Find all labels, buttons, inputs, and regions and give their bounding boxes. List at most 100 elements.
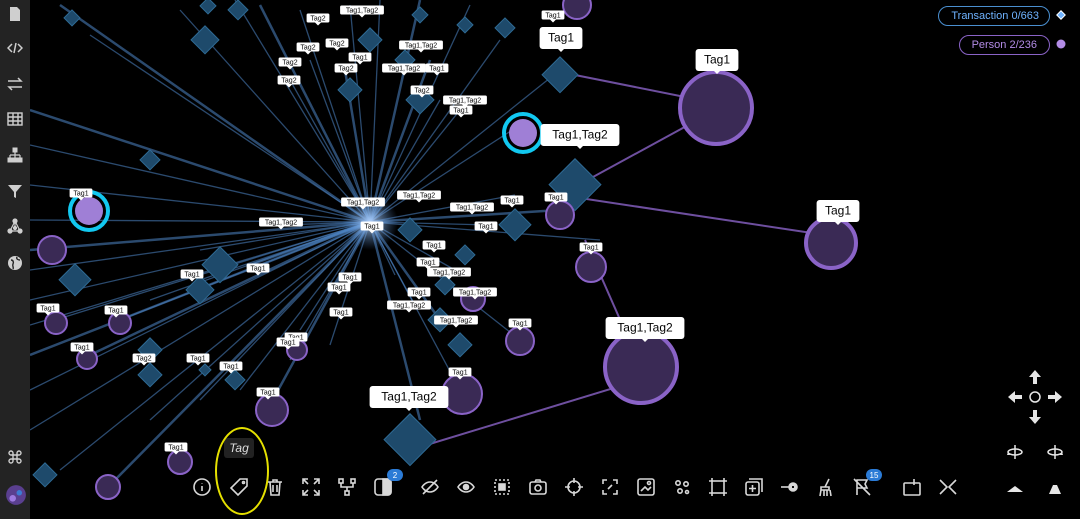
person-node [804, 216, 858, 270]
tag-label-text: Tag2 [310, 15, 325, 22]
tag-label-text: Tag1 [260, 389, 275, 396]
tag-label-bg [186, 353, 210, 363]
tag-label-bg [387, 300, 431, 310]
brush-icon[interactable] [814, 475, 838, 499]
merge-icon[interactable] [936, 475, 960, 499]
show-icon[interactable] [454, 475, 478, 499]
edge-line [30, 221, 371, 301]
tag-label-bg [334, 63, 358, 73]
tag-label-pointer [255, 272, 261, 276]
network-icon[interactable] [3, 214, 27, 238]
edge-line [30, 221, 371, 271]
tag-label-pointer [418, 49, 424, 53]
card-icon[interactable] [900, 475, 924, 499]
hide-icon[interactable] [418, 475, 442, 499]
tag-label-text: Tag1 [453, 107, 468, 114]
edge-line [89, 34, 371, 223]
tag-label-text: Tag1,Tag2 [449, 97, 481, 104]
camera-icon[interactable] [526, 475, 550, 499]
tag-label-bg [382, 63, 426, 73]
edge-line [369, 39, 501, 223]
tag-label-pointer [835, 222, 841, 225]
tag-label-text: Tag1,Tag2 [393, 302, 425, 309]
pan-down-icon[interactable] [1025, 407, 1045, 427]
legend-person[interactable]: Person 2/236 [958, 35, 1050, 55]
flag-off-icon[interactable]: 15 [850, 469, 882, 499]
tag-label-bg [329, 307, 353, 317]
person-node [108, 311, 132, 335]
transaction-node [224, 369, 246, 391]
hierarchy-icon[interactable] [3, 143, 27, 167]
edge-line [30, 108, 371, 224]
table-icon[interactable] [3, 107, 27, 131]
globe-icon[interactable] [3, 251, 27, 275]
left-sidebar [0, 0, 30, 519]
contrast-icon[interactable]: 2 [371, 469, 403, 499]
tag-label-pointer [360, 206, 366, 210]
pan-up-icon[interactable] [1025, 367, 1045, 387]
filter-icon[interactable] [3, 179, 27, 203]
tag-label-text: Tag2 [329, 40, 344, 47]
edge-line [119, 221, 371, 321]
crop-icon[interactable] [598, 475, 622, 499]
tag-label-bg [540, 124, 620, 146]
person-node [255, 393, 289, 427]
tag-icon[interactable] [227, 475, 251, 499]
tag-label-pointer [285, 346, 291, 350]
pan-right-icon[interactable] [1045, 387, 1065, 407]
tag-label-pointer [577, 146, 583, 149]
app-logo-icon[interactable] [3, 482, 29, 508]
tag-label-bg [306, 13, 330, 23]
tag-label-bg [508, 318, 532, 328]
tilt-up-icon[interactable] [1045, 479, 1065, 499]
transaction-node [541, 56, 579, 94]
box-select-icon[interactable] [706, 475, 730, 499]
tag-label-bg [474, 221, 498, 231]
tag-label-text: Tag2 [136, 355, 151, 362]
tag-label-bg [338, 272, 362, 282]
tag-label-bg [360, 221, 384, 231]
center-icon[interactable] [1025, 387, 1045, 407]
tag-label-pointer [457, 376, 463, 380]
legend-transaction[interactable]: Transaction 0/663 [938, 6, 1050, 26]
layout-icon[interactable] [335, 475, 359, 499]
tag-label-pointer [45, 312, 51, 316]
pan-left-icon[interactable] [1005, 387, 1025, 407]
tag-label-text: Tag1 [40, 305, 55, 312]
crosshair-icon[interactable] [562, 475, 586, 499]
tag-label-pointer [588, 251, 594, 255]
info-icon[interactable] [190, 475, 214, 499]
tag-label-text: Tag1 [108, 307, 123, 314]
graph-canvas[interactable]: Tag2Tag1,Tag2Tag1Tag2Tag2Tag2Tag1Tag1,Ta… [30, 0, 1080, 519]
code-icon[interactable] [3, 36, 27, 60]
tilt-down-icon[interactable] [1005, 479, 1025, 499]
rotate-left-icon[interactable] [1005, 442, 1025, 462]
rotate-right-icon[interactable] [1045, 442, 1065, 462]
tag-label-text: Tag1 [331, 284, 346, 291]
pin-icon[interactable] [778, 475, 802, 499]
transaction-node [227, 0, 249, 21]
edge-line [409, 379, 641, 451]
cluster-icon[interactable] [670, 475, 694, 499]
swap-arrows-icon[interactable] [3, 72, 27, 96]
transaction-node [190, 25, 220, 55]
tag-label-bg [407, 287, 431, 297]
tag-label-pointer [141, 362, 147, 366]
fullscreen-icon[interactable] [299, 475, 323, 499]
person-node [37, 235, 67, 265]
tag-label-text: Tag1 [429, 65, 444, 72]
tag-label-bg [180, 269, 204, 279]
trash-icon[interactable] [263, 475, 287, 499]
tag-label-text: Tag1 [250, 265, 265, 272]
add-icon[interactable] [742, 475, 766, 499]
edge-line [368, 0, 422, 223]
person-node [167, 449, 193, 475]
transaction-node [456, 16, 474, 34]
graph-nodes [32, 0, 858, 500]
select-area-icon[interactable] [490, 475, 514, 499]
edge-line [268, 221, 372, 406]
tag-label-pointer [553, 201, 559, 205]
image-icon[interactable] [634, 475, 658, 499]
command-icon[interactable] [3, 445, 27, 469]
document-icon[interactable] [3, 2, 27, 26]
